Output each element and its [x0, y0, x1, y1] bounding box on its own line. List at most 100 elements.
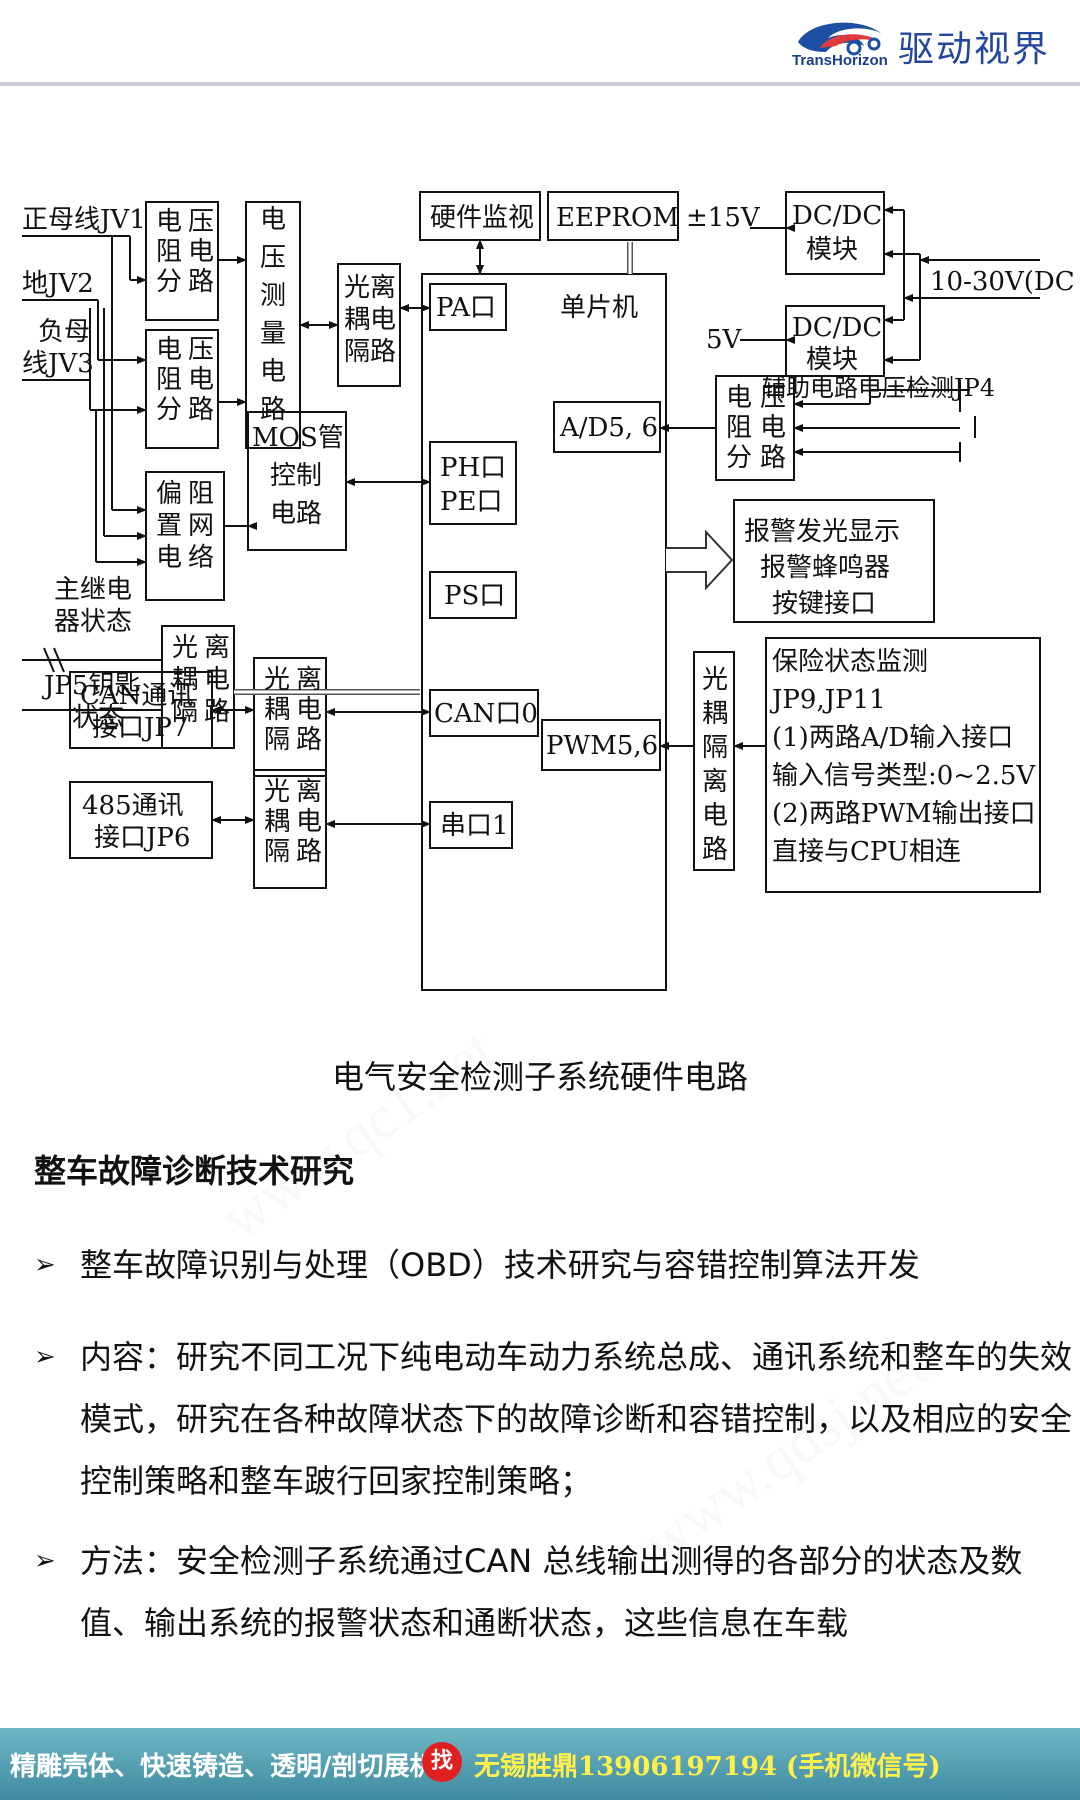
bias-text: 网 — [188, 511, 214, 541]
mos-line-1: MOS管 — [252, 423, 344, 453]
bullet-item: ➢ 方法：安全检测子系统通过CAN 总线输出测得的各部分的状态及数值、输出系统的… — [34, 1530, 1074, 1654]
divider-3-text: 分 — [726, 443, 752, 473]
opto-5-text: 电 — [702, 801, 728, 831]
divider-2-text: 路 — [188, 395, 214, 425]
mos-line-2: 控制 — [270, 461, 322, 491]
hardware-monitor-label: 硬件监视 — [430, 203, 534, 233]
opto-1-text: 路 — [370, 337, 396, 367]
opto-4-text: 耦 — [264, 807, 290, 837]
opto-3-text: 电 — [296, 695, 322, 725]
measure-text: 电 — [260, 357, 286, 387]
bullet-item: ➢ 整车故障识别与处理（OBD）技术研究与容错控制算法开发 — [34, 1234, 1074, 1296]
divider-3-text: 路 — [760, 443, 786, 473]
alarm-line-3: 按键接口 — [772, 589, 876, 619]
fuse-line-6: 直接与CPU相连 — [772, 837, 961, 867]
dcdc-top-2: 模块 — [806, 235, 858, 265]
section-heading: 整车故障诊断技术研究 — [34, 1152, 355, 1190]
ad-label: A/D5, 6 — [559, 413, 658, 443]
dcdc-bottom-1: DC/DC — [792, 313, 882, 343]
rs485-interface-1: 485通讯 — [82, 791, 184, 821]
rs485-interface-2: 接口JP6 — [94, 823, 190, 853]
fuse-line-4: 输入信号类型:0~2.5V — [772, 761, 1036, 791]
opto-1-text: 耦 — [344, 305, 370, 335]
divider-1-text: 路 — [188, 267, 214, 297]
divider-2-text: 分 — [156, 395, 182, 425]
bullet-arrow-icon: ➢ — [34, 1250, 56, 1280]
fuse-line-3: (1)两路A/D输入接口 — [772, 723, 1013, 753]
bullet-text: 方法：安全检测子系统通过CAN 总线输出测得的各部分的状态及数值、输出系统的报警… — [80, 1542, 1023, 1642]
opto-4-text: 隔 — [264, 837, 290, 867]
5v-label: 5V — [706, 325, 743, 355]
opto-5-text: 耦 — [702, 699, 728, 729]
bias-text: 电 — [156, 543, 182, 573]
alarm-box — [733, 499, 935, 623]
bias-text: 阻 — [188, 479, 214, 509]
logo-subtitle: TransHorizon — [792, 52, 888, 69]
label-negative-bus-2: 线JV3 — [22, 349, 94, 379]
measure-text: 压 — [260, 243, 286, 273]
header: TransHorizon 驱动视界 — [0, 0, 1080, 86]
label-key-2: 状态 — [72, 703, 124, 733]
label-relay-1: 主继电 — [54, 575, 132, 605]
fuse-monitor-box — [765, 637, 1041, 893]
opto-2-text: 电 — [204, 665, 230, 695]
ph-label: PH口 — [440, 453, 506, 483]
opto-isolation-3 — [253, 657, 327, 777]
divider-1-text: 电 — [156, 207, 182, 237]
opto-2-text: 离 — [204, 633, 230, 663]
bullet-arrow-icon: ➢ — [34, 1546, 56, 1576]
can0-label: CAN口0 — [434, 699, 538, 729]
divider-3-text: 压 — [760, 383, 786, 413]
opto-5-text: 光 — [702, 665, 728, 695]
opto-isolation-4 — [253, 769, 327, 889]
footer-banner: 精雕壳体、快速铸造、透明/剖切展机 找 无锡胜鼎13906197194 (手机微… — [0, 1728, 1080, 1800]
footer-badge: 找 — [422, 1742, 462, 1782]
mcu-label: 单片机 — [560, 293, 638, 323]
pe-label: PE口 — [440, 487, 502, 517]
label-relay-2: 器状态 — [54, 607, 132, 637]
diagram-caption: 电气安全检测子系统硬件电路 — [331, 1058, 748, 1096]
ps-label: PS口 — [444, 581, 505, 611]
divider-3-text: 电 — [760, 413, 786, 443]
divider-3-text: 阻 — [726, 413, 752, 443]
divider-1-text: 电 — [188, 237, 214, 267]
header-divider — [0, 82, 1080, 86]
label-ground: 地JV2 — [22, 269, 94, 299]
port-ps — [429, 571, 517, 619]
pwm-label: PWM5,6 — [546, 731, 658, 761]
can-interface-1: CAN通讯 — [80, 681, 193, 711]
footer-left-text: 精雕壳体、快速铸造、透明/剖切展机 — [10, 1752, 436, 1782]
pm15-label: ±15V — [686, 203, 761, 233]
bullet-item: ➢ 内容：研究不同工况下纯电动车动力系统总成、通讯系统和整车的失效模式，研究在各… — [34, 1326, 1074, 1512]
serial-label: 串口1 — [440, 811, 509, 841]
opto-3-text: 离 — [296, 665, 322, 695]
opto-1-text: 离 — [370, 273, 396, 303]
opto-5-text: 路 — [702, 835, 728, 865]
opto-3-text: 路 — [296, 725, 322, 755]
divider-2-text: 压 — [188, 335, 214, 365]
bullet-text: 整车故障识别与处理（OBD）技术研究与容错控制算法开发 — [80, 1246, 920, 1284]
mos-line-3: 电路 — [270, 499, 322, 529]
opto-2-text: 路 — [204, 697, 230, 727]
label-positive-bus: 正母线JV1 — [22, 205, 146, 235]
opto-1-text: 光 — [344, 273, 370, 303]
hardware-circuit-diagram: 正母线JV1 地JV2 负母 线JV3 主继电 器状态 JP5钥匙 状态 硬件监… — [22, 191, 1075, 991]
bias-text: 置 — [156, 511, 182, 541]
dcdc-box-top — [785, 191, 885, 275]
divider-2-text: 电 — [156, 335, 182, 365]
opto-5-text: 离 — [702, 767, 728, 797]
label-negative-bus-1: 负母 — [38, 317, 90, 347]
opto-3-text: 隔 — [264, 725, 290, 755]
opto-2-text: 隔 — [172, 697, 198, 727]
divider-circuit-2 — [145, 329, 219, 449]
opto-1-text: 电 — [370, 305, 396, 335]
bias-text: 偏 — [156, 479, 182, 509]
opto-2-text: 耦 — [172, 665, 198, 695]
eeprom-label: EEPROM — [556, 203, 679, 233]
divider-1-text: 阻 — [156, 237, 182, 267]
measure-text: 电 — [260, 205, 286, 235]
divider-2-text: 阻 — [156, 365, 182, 395]
divider-1-text: 分 — [156, 267, 182, 297]
opto-isolation-5 — [693, 651, 735, 871]
alarm-line-2: 报警蜂鸣器 — [760, 553, 890, 583]
